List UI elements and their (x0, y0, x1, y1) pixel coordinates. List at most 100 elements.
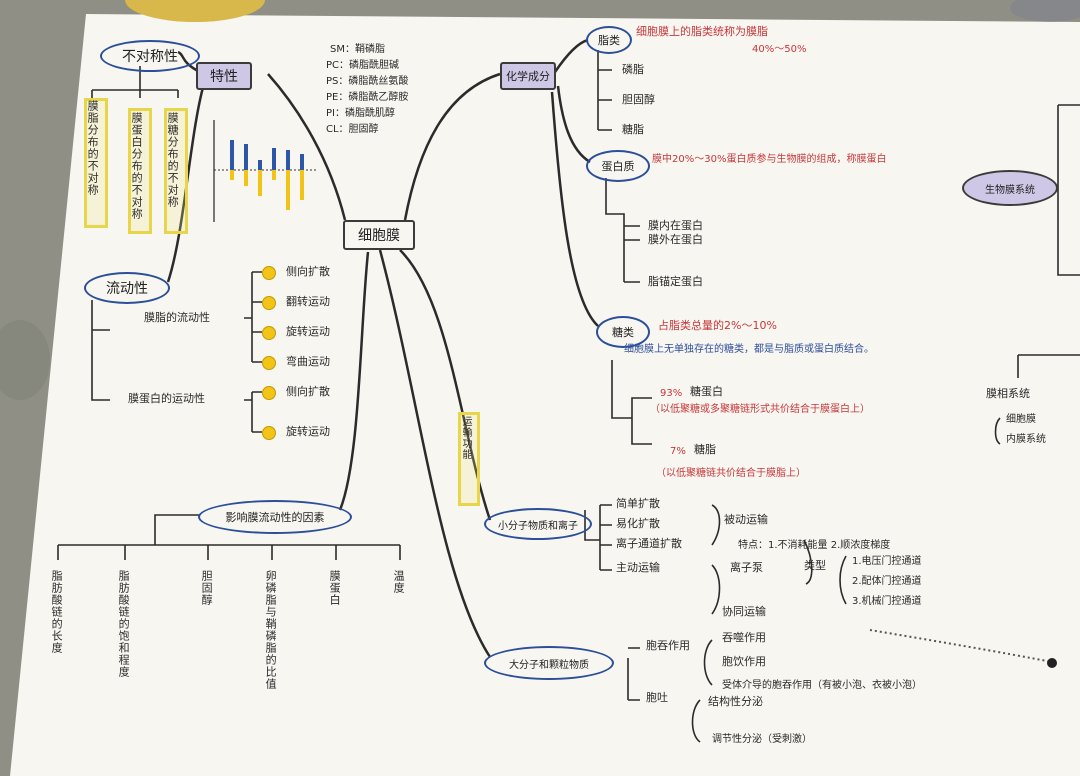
channel-type-2: 2.配体门控通道 (852, 576, 922, 587)
factors-node: 影响膜流动性的因素 (198, 500, 352, 534)
exocytosis-label: 胞吐 (646, 691, 668, 704)
bio-system-node: 生物膜系统 (962, 170, 1058, 206)
lipids-pct: 40%～50% (752, 44, 807, 55)
lipid-item-2: 胆固醇 (622, 93, 655, 106)
feature-label: 特性 (210, 69, 238, 85)
lipid-move-3: 旋转运动 (286, 325, 330, 338)
bio-system-label: 生物膜系统 (985, 184, 1035, 196)
center-node: 细胞膜 (343, 220, 415, 250)
legend-5: PI：磷脂酰肌醇 (326, 108, 395, 119)
lipid-item-3: 糖脂 (622, 123, 644, 136)
transport-label-box (458, 412, 480, 506)
bullet-icon (262, 266, 276, 280)
protein-item-3: 脂锚定蛋白 (648, 275, 703, 288)
lipid-move-1: 侧向扩散 (286, 265, 330, 278)
endo-item-1: 吞噬作用 (722, 631, 766, 644)
cotransport-label: 协同运输 (722, 605, 766, 618)
chart-bar-upper (244, 144, 248, 170)
asymmetry-label: 不对称性 (122, 49, 178, 65)
sugar-desc: 细胞膜上无单独存在的糖类，都是与脂质或蛋白质结合。 (624, 344, 874, 355)
glycoprotein: 糖蛋白 (690, 385, 723, 398)
protein-move-1: 侧向扩散 (286, 385, 330, 398)
factor-3: 胆固醇 (200, 570, 214, 606)
lipids-note: 细胞膜上的脂类统称为膜脂 (636, 25, 768, 38)
small-item-1: 简单扩散 (616, 497, 660, 510)
sugar-node: 糖类 (596, 316, 650, 348)
paper-sheet (10, 14, 1080, 776)
sugar-note: 占脂类总量的2%～10% (658, 319, 777, 332)
chart-bar-upper (286, 150, 290, 170)
bullet-icon (262, 386, 276, 400)
glycolipid-note: （以低聚糖链共价结合于膜脂上） (656, 468, 806, 479)
asym-item-2: 膜蛋白分布的不对称 (130, 112, 144, 220)
chart-bar-upper (300, 154, 304, 170)
chart-bar-lower (300, 170, 304, 200)
large-label: 大分子和颗粒物质 (509, 659, 589, 671)
lipid-flow: 膜脂的流动性 (144, 311, 210, 324)
lipid-move-4: 弯曲运动 (286, 355, 330, 368)
large-molecule-node: 大分子和颗粒物质 (484, 646, 614, 680)
chart-bar-lower (244, 170, 248, 186)
chart-bar-upper (258, 160, 262, 170)
small-item-3: 离子通道扩散 (616, 537, 682, 550)
flower-decoration (1010, 0, 1080, 22)
sugar-label: 糖类 (612, 326, 634, 339)
endocytosis-label: 胞吞作用 (646, 639, 690, 652)
lipids-node: 脂类 (586, 26, 632, 54)
exo-item-2: 调节性分泌（受刺激） (712, 734, 812, 745)
feature-node: 特性 (196, 62, 252, 90)
legend-3: PS：磷脂酰丝氨酸 (326, 76, 409, 87)
legend-1: SM：鞘磷脂 (330, 44, 385, 55)
bullet-icon (262, 326, 276, 340)
asymmetry-node: 不对称性 (100, 40, 200, 72)
legend-6: CL：胆固醇 (326, 124, 379, 135)
factor-4: 卵磷脂与鞘磷脂的比值 (264, 570, 278, 690)
protein-node: 蛋白质 (586, 150, 650, 182)
small-item-2: 易化扩散 (616, 517, 660, 530)
protein-label: 蛋白质 (601, 160, 635, 173)
factor-2: 脂肪酸链的饱和程度 (117, 570, 131, 678)
channel-type-3: 3.机械门控通道 (852, 596, 922, 607)
bullet-icon (262, 296, 276, 310)
passive-label: 被动运输 (724, 513, 768, 526)
chart-bar-lower (230, 170, 234, 180)
protein-move-2: 旋转运动 (286, 425, 330, 438)
bullet-icon (262, 356, 276, 370)
lamp-base (125, 0, 265, 22)
factor-1: 脂肪酸链的长度 (50, 570, 64, 654)
endo-item-2: 胞饮作用 (722, 655, 766, 668)
membrane-item-1: 细胞膜 (1006, 414, 1036, 425)
asym-box-1 (84, 98, 108, 228)
factor-6: 温度 (392, 570, 406, 594)
membrane-item-2: 内膜系统 (1006, 434, 1046, 445)
endo-item-3: 受体介导的胞吞作用（有被小泡、衣被小泡） (722, 680, 922, 691)
small-label: 小分子物质和离子 (498, 520, 578, 532)
lipid-item-1: 磷脂 (622, 63, 644, 76)
asym-item-3: 膜糖分布的不对称 (166, 112, 180, 208)
protein-item-1: 膜内在蛋白 (648, 219, 703, 232)
legend-2: PC：磷脂酰胆碱 (326, 60, 400, 71)
protein-flow: 膜蛋白的运动性 (128, 392, 205, 405)
composition-node: 化学成分 (500, 62, 556, 90)
channel-feature: 特点：1.不消耗能量 2.顺浓度梯度 (738, 540, 891, 551)
lipids-label: 脂类 (598, 34, 620, 47)
type-label: 类型 (804, 559, 826, 572)
asym-box-3 (164, 108, 188, 234)
protein-item-2: 膜外在蛋白 (648, 233, 703, 246)
factor-5: 膜蛋白 (328, 570, 342, 606)
center-label: 细胞膜 (358, 228, 400, 244)
chart-bar-lower (258, 170, 262, 196)
fluidity-label: 流动性 (106, 281, 148, 297)
asym-box-2 (128, 108, 152, 234)
legend-4: PE：磷脂酰乙醇胺 (326, 92, 409, 103)
channel-type-1: 1.电压门控通道 (852, 556, 922, 567)
pump-label: 离子泵 (730, 561, 763, 574)
bullet-icon (262, 426, 276, 440)
small-molecule-node: 小分子物质和离子 (484, 508, 592, 540)
chart-bar-upper (230, 140, 234, 170)
composition-label: 化学成分 (506, 70, 550, 83)
protein-note: 膜中20%～30%蛋白质参与生物膜的组成，称膜蛋白 (652, 154, 887, 165)
glycoprotein-pct: 93% (660, 388, 683, 399)
